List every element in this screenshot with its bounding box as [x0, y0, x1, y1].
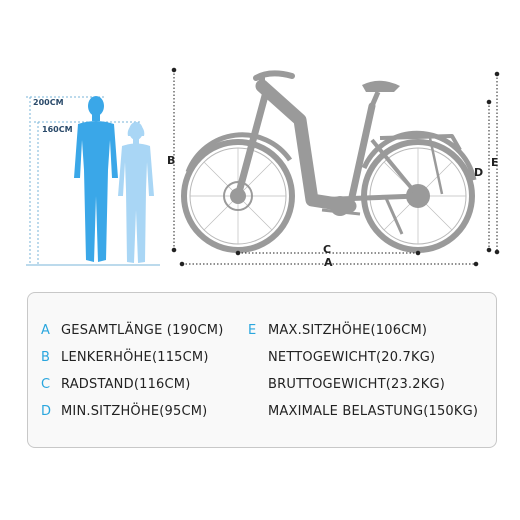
- spec-min-seat-height: D MIN.SITZHÖHE(95CM): [41, 404, 207, 419]
- dimension-label-e: E: [491, 156, 499, 169]
- dimension-label-b: B: [167, 154, 176, 167]
- spec-max-load: MAXIMALE BELASTUNG(150KG): [268, 404, 478, 419]
- dimension-label-c: C: [323, 243, 332, 256]
- spec-letter: E: [248, 323, 257, 338]
- spec-letter: A: [41, 323, 51, 338]
- illustration: 200CM 160CM B D E C A: [26, 67, 500, 269]
- spec-wheelbase: C RADSTAND(116CM): [41, 377, 190, 392]
- spec-letter: B: [41, 350, 51, 365]
- spec-text: MAXIMALE BELASTUNG(150KG): [268, 404, 479, 419]
- spec-overall-length: A GESAMTLÄNGE (190CM): [41, 323, 223, 338]
- dimension-label-d: D: [474, 166, 484, 179]
- spec-text: RADSTAND(116CM): [61, 377, 191, 392]
- spec-net-weight: NETTOGEWICHT(20.7KG): [268, 350, 435, 365]
- height-label-short: 160CM: [42, 125, 73, 134]
- spec-text: GESAMTLÄNGE (190CM): [61, 323, 224, 338]
- spec-letter: C: [41, 377, 51, 392]
- woman-figure: [118, 122, 154, 263]
- man-figure: [74, 96, 118, 262]
- spec-text: MIN.SITZHÖHE(95CM): [61, 404, 208, 419]
- bike-dimension-diagram: [26, 67, 500, 267]
- height-label-tall: 200CM: [33, 98, 64, 107]
- bike-illustration: [181, 70, 477, 253]
- spec-letter: D: [41, 404, 52, 419]
- spec-text: LENKERHÖHE(115CM): [61, 350, 209, 365]
- dimension-lines: [171, 67, 500, 267]
- front-wheel: [181, 139, 295, 253]
- spec-text: NETTOGEWICHT(20.7KG): [268, 350, 436, 365]
- spec-text: BRUTTOGEWICHT(23.2KG): [268, 377, 446, 392]
- spec-gross-weight: BRUTTOGEWICHT(23.2KG): [268, 377, 445, 392]
- spec-handlebar-height: B LENKERHÖHE(115CM): [41, 350, 209, 365]
- spec-text: MAX.SITZHÖHE(106CM): [268, 323, 428, 338]
- dimension-label-a: A: [324, 256, 333, 269]
- spec-max-seat-height: E MAX.SITZHÖHE(106CM): [248, 323, 427, 338]
